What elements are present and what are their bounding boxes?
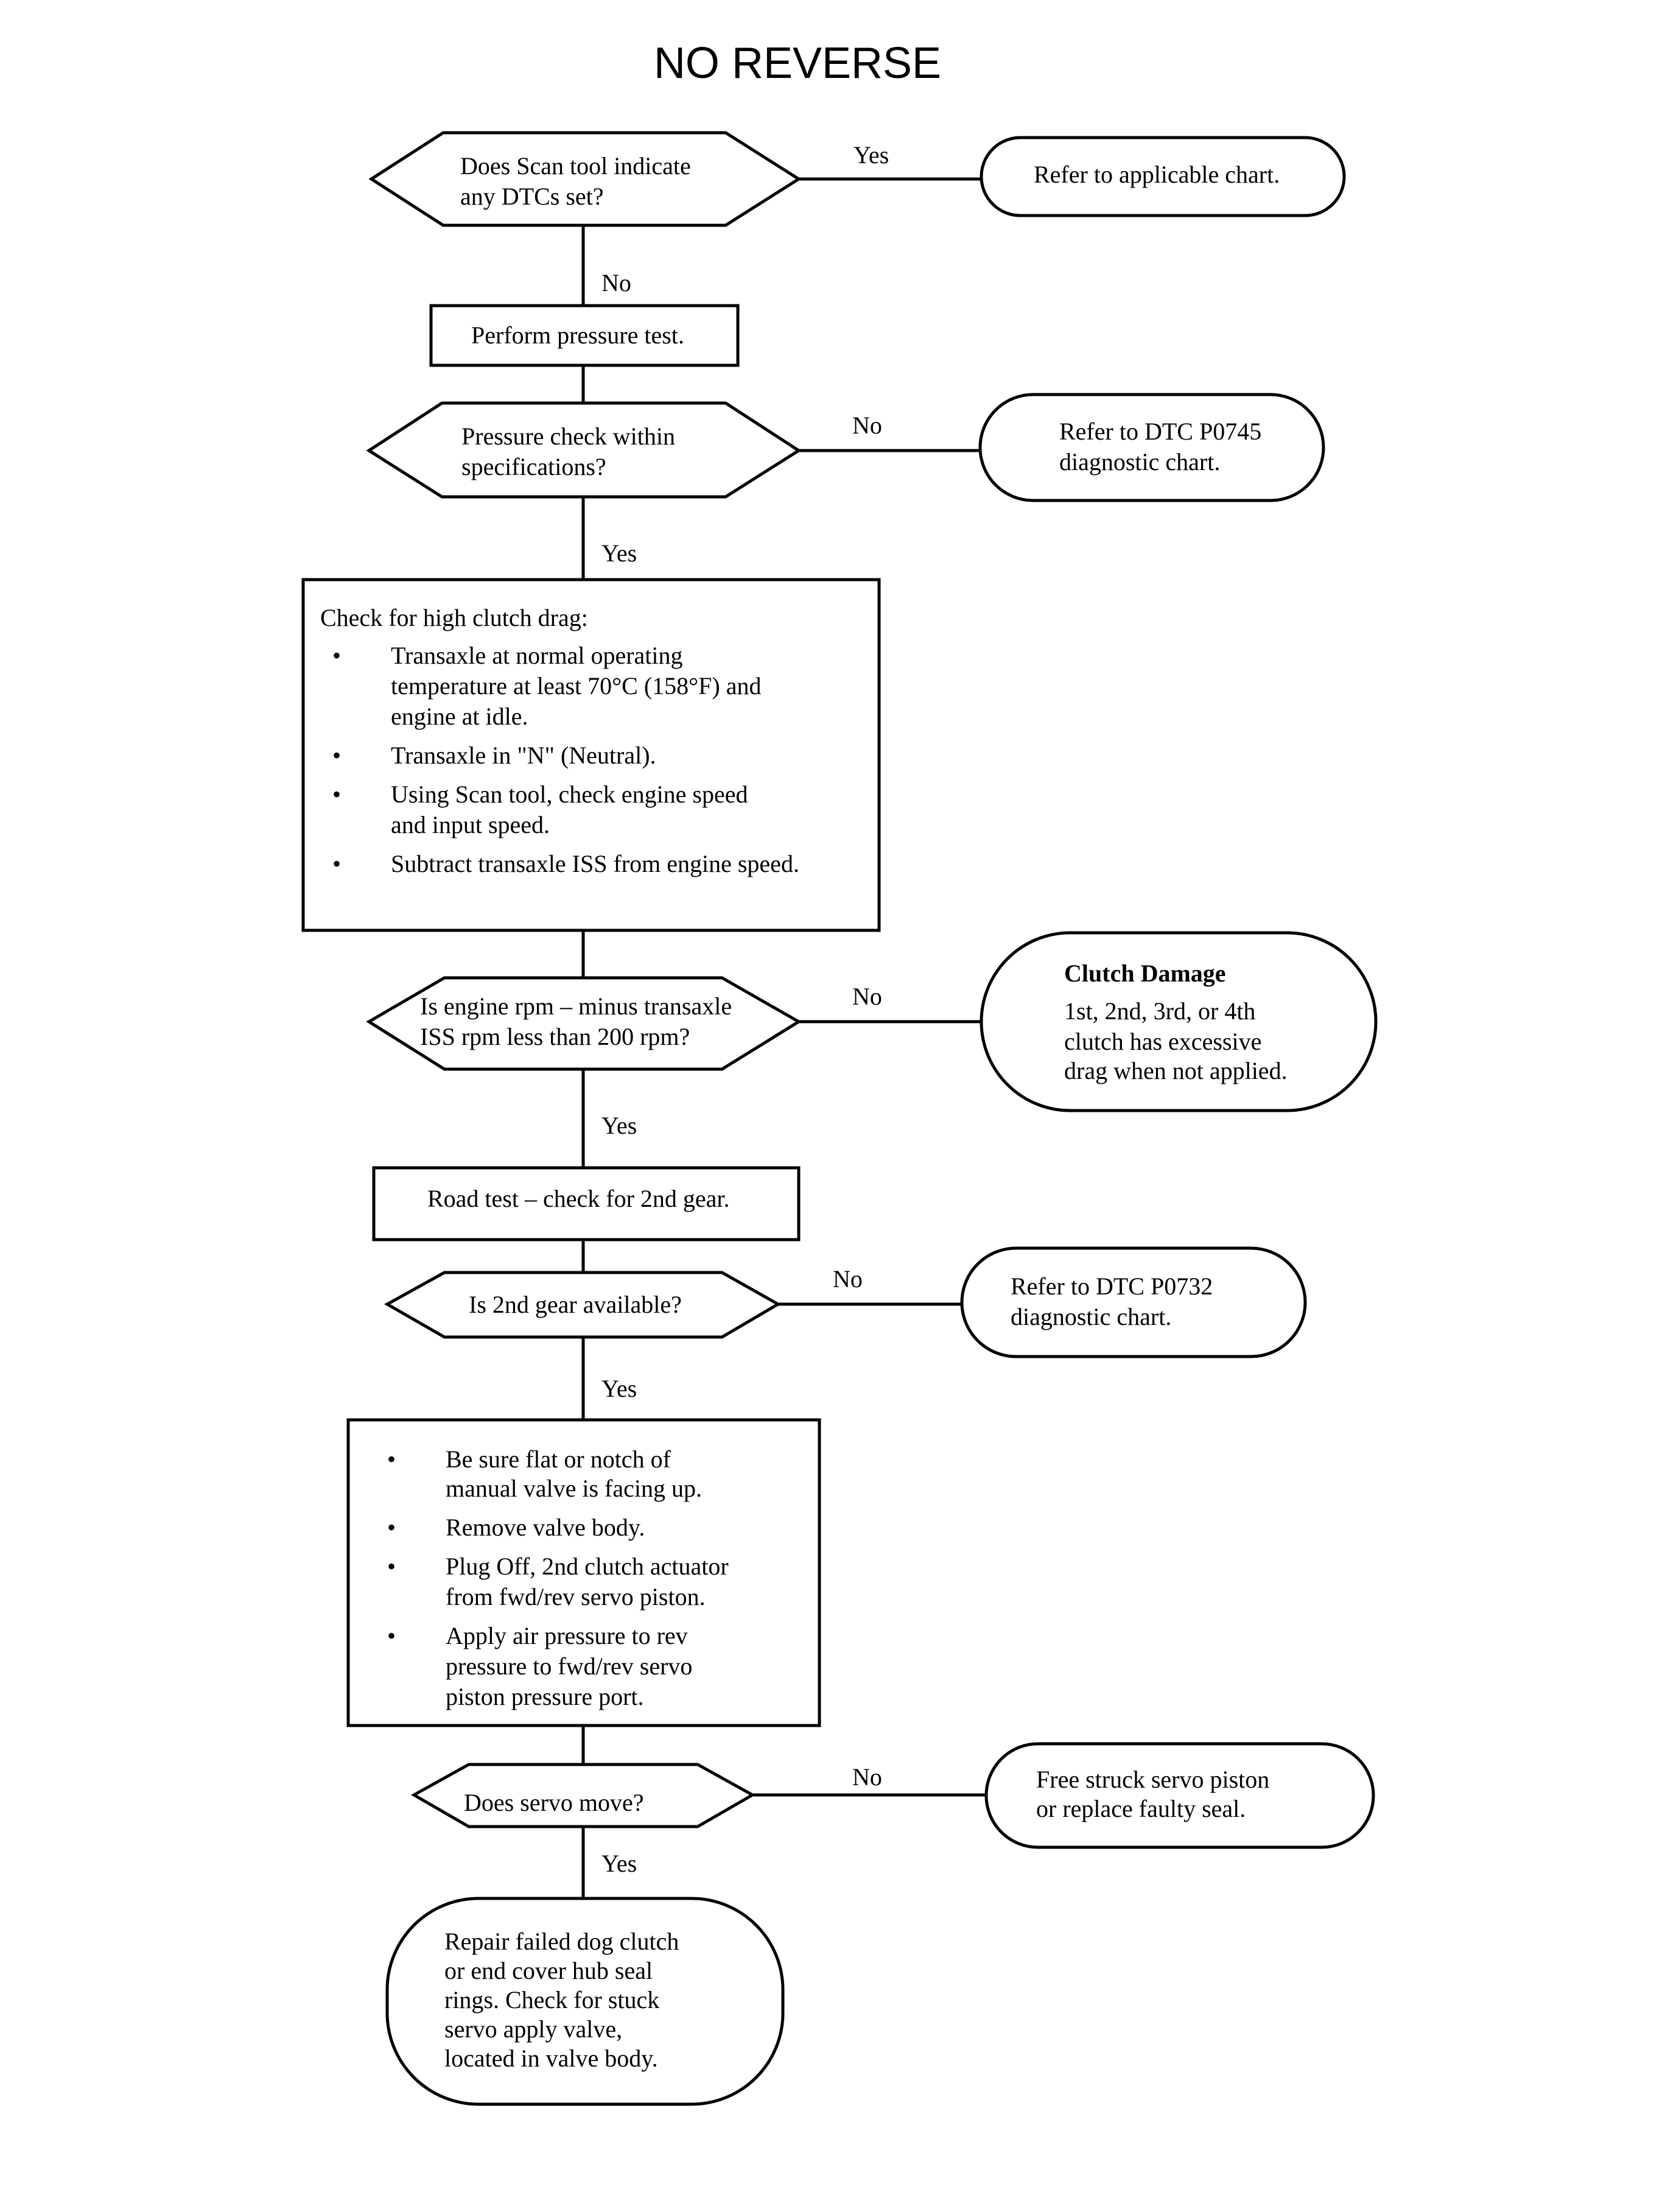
edge-label-pressure-yes: Yes bbox=[601, 539, 637, 567]
bullet-text-line: Remove valve body. bbox=[446, 1514, 645, 1541]
decision-text-line: any DTCs set? bbox=[460, 183, 604, 210]
bullet-text-line: piston pressure port. bbox=[446, 1683, 644, 1710]
bullet-text-line: Transaxle in "N" (Neutral). bbox=[391, 742, 656, 769]
process-text-line: Road test – check for 2nd gear. bbox=[427, 1185, 730, 1212]
terminal-text-line: located in valve body. bbox=[444, 2045, 658, 2072]
process-heading: Check for high clutch drag: bbox=[320, 604, 588, 631]
edge-label-rpm-no: No bbox=[852, 983, 882, 1010]
decision-text-line: Is engine rpm – minus transaxle bbox=[420, 992, 732, 1020]
bullet-glyph: • bbox=[387, 1553, 396, 1580]
bullet-glyph: • bbox=[332, 850, 341, 877]
terminal-clutch-damage: Clutch Damage 1st, 2nd, 3rd, or 4th clut… bbox=[980, 931, 1378, 1112]
process-road-test: Road test – check for 2nd gear. bbox=[372, 1166, 801, 1241]
terminal-refer-applicable: Refer to applicable chart. bbox=[980, 136, 1346, 217]
terminal-text-line: drag when not applied. bbox=[1064, 1057, 1288, 1084]
bullet-glyph: • bbox=[332, 742, 341, 769]
edge-label-gear-yes: Yes bbox=[601, 1375, 637, 1402]
terminal-text-line: 1st, 2nd, 3rd, or 4th bbox=[1064, 997, 1255, 1025]
bullet-glyph: • bbox=[387, 1514, 396, 1541]
decision-text-line: Is 2nd gear available? bbox=[469, 1291, 682, 1318]
process-box bbox=[301, 578, 881, 932]
terminal-refer-p0745: Refer to DTC P0745 diagnostic chart. bbox=[978, 393, 1325, 502]
decision-text-line: specifications? bbox=[461, 453, 606, 480]
bullet-text-line: pressure to fwd/rev servo bbox=[446, 1652, 692, 1680]
decision-text-line: ISS rpm less than 200 rpm? bbox=[420, 1023, 690, 1050]
terminal-text-line: servo apply valve, bbox=[444, 2015, 622, 2043]
terminal-text-line: Refer to applicable chart. bbox=[1034, 161, 1280, 188]
terminal-heading: Clutch Damage bbox=[1064, 960, 1226, 987]
terminal-text-line: clutch has excessive bbox=[1064, 1028, 1261, 1055]
bullet-text-line: Transaxle at normal operating bbox=[391, 642, 683, 669]
terminal-text-line: or end cover hub seal bbox=[444, 1957, 653, 1984]
process-box bbox=[372, 1166, 801, 1241]
decision-dtcs-set: Does Scan tool indicate any DTCs set? bbox=[368, 131, 802, 227]
connectors bbox=[581, 177, 986, 1898]
terminal-text-line: Repair failed dog clutch bbox=[444, 1928, 679, 1955]
edge-label-dtc-no: No bbox=[601, 269, 631, 297]
decision-diamond bbox=[366, 401, 802, 499]
process-pressure-test: Perform pressure test. bbox=[429, 304, 740, 367]
terminal-refer-p0732: Refer to DTC P0732 diagnostic chart. bbox=[960, 1246, 1307, 1358]
terminal-shape bbox=[980, 931, 1378, 1112]
bullet-text-line: and input speed. bbox=[391, 811, 550, 838]
terminal-text-line: Free struck servo piston bbox=[1036, 1766, 1269, 1793]
bullet-text-line: Using Scan tool, check engine speed bbox=[391, 781, 748, 808]
bullet-text-line: manual valve is facing up. bbox=[446, 1475, 702, 1502]
terminal-shape bbox=[978, 393, 1325, 502]
decision-servo-move: Does servo move? bbox=[410, 1763, 756, 1828]
terminal-text-line: diagnostic chart. bbox=[1059, 448, 1220, 476]
edge-label-servo-no: No bbox=[852, 1763, 882, 1791]
process-text-line: Perform pressure test. bbox=[471, 321, 684, 349]
terminal-text-line: diagnostic chart. bbox=[1011, 1303, 1171, 1330]
edge-label-rpm-yes: Yes bbox=[601, 1112, 637, 1139]
bullet-text-line: Subtract transaxle ISS from engine speed… bbox=[391, 850, 799, 877]
bullet-glyph: • bbox=[387, 1445, 396, 1473]
process-check-clutch-drag: Check for high clutch drag: • Transaxle … bbox=[301, 578, 881, 932]
decision-pressure-spec: Pressure check within specifications? bbox=[366, 401, 802, 499]
decision-engine-rpm: Is engine rpm – minus transaxle ISS rpm … bbox=[366, 976, 802, 1071]
decision-diamond bbox=[384, 1271, 782, 1339]
terminal-text-line: Refer to DTC P0732 bbox=[1011, 1273, 1213, 1300]
bullet-glyph: • bbox=[332, 642, 341, 669]
bullet-glyph: • bbox=[332, 781, 341, 808]
decision-diamond bbox=[366, 976, 802, 1071]
bullet-glyph: • bbox=[387, 1622, 396, 1649]
bullet-text-line: engine at idle. bbox=[391, 703, 528, 730]
decision-text-line: Pressure check within bbox=[461, 423, 675, 450]
terminal-text-line: or replace faulty seal. bbox=[1036, 1795, 1246, 1822]
process-box bbox=[346, 1418, 821, 1727]
bullet-text-line: Apply air pressure to rev bbox=[446, 1622, 688, 1649]
edge-label-servo-yes: Yes bbox=[601, 1850, 637, 1877]
edge-label-pressure-no: No bbox=[852, 412, 882, 439]
edge-label-gear-no: No bbox=[833, 1265, 863, 1293]
bullet-text-line: temperature at least 70°C (158°F) and bbox=[391, 672, 761, 700]
terminal-text-line: Refer to DTC P0745 bbox=[1059, 418, 1261, 445]
terminal-text-line: rings. Check for stuck bbox=[444, 1986, 659, 2014]
terminal-shape bbox=[980, 136, 1346, 217]
terminal-repair-dog-clutch: Repair failed dog clutch or end cover hu… bbox=[385, 1897, 785, 2106]
bullet-text-line: from fwd/rev servo piston. bbox=[446, 1583, 706, 1610]
decision-diamond bbox=[368, 131, 802, 227]
process-box bbox=[429, 304, 740, 367]
decision-2nd-gear: Is 2nd gear available? bbox=[384, 1271, 782, 1339]
terminal-shape bbox=[385, 1897, 785, 2106]
edge-labels: Yes No No Yes No Yes No Yes No Yes bbox=[601, 141, 889, 1877]
edge-label-dtc-yes: Yes bbox=[854, 141, 889, 169]
bullet-text-line: Plug Off, 2nd clutch actuator bbox=[446, 1553, 729, 1580]
decision-text-line: Does servo move? bbox=[464, 1789, 643, 1816]
terminal-free-servo: Free struck servo piston or replace faul… bbox=[984, 1742, 1375, 1849]
process-valve-body: • Be sure flat or notch of manual valve … bbox=[346, 1418, 821, 1727]
terminal-shape bbox=[984, 1742, 1375, 1849]
page-title: NO REVERSE bbox=[654, 39, 941, 88]
decision-diamond bbox=[410, 1763, 756, 1828]
bullet-text-line: Be sure flat or notch of bbox=[446, 1445, 671, 1473]
terminal-shape bbox=[960, 1246, 1307, 1358]
decision-text-line: Does Scan tool indicate bbox=[460, 152, 691, 180]
